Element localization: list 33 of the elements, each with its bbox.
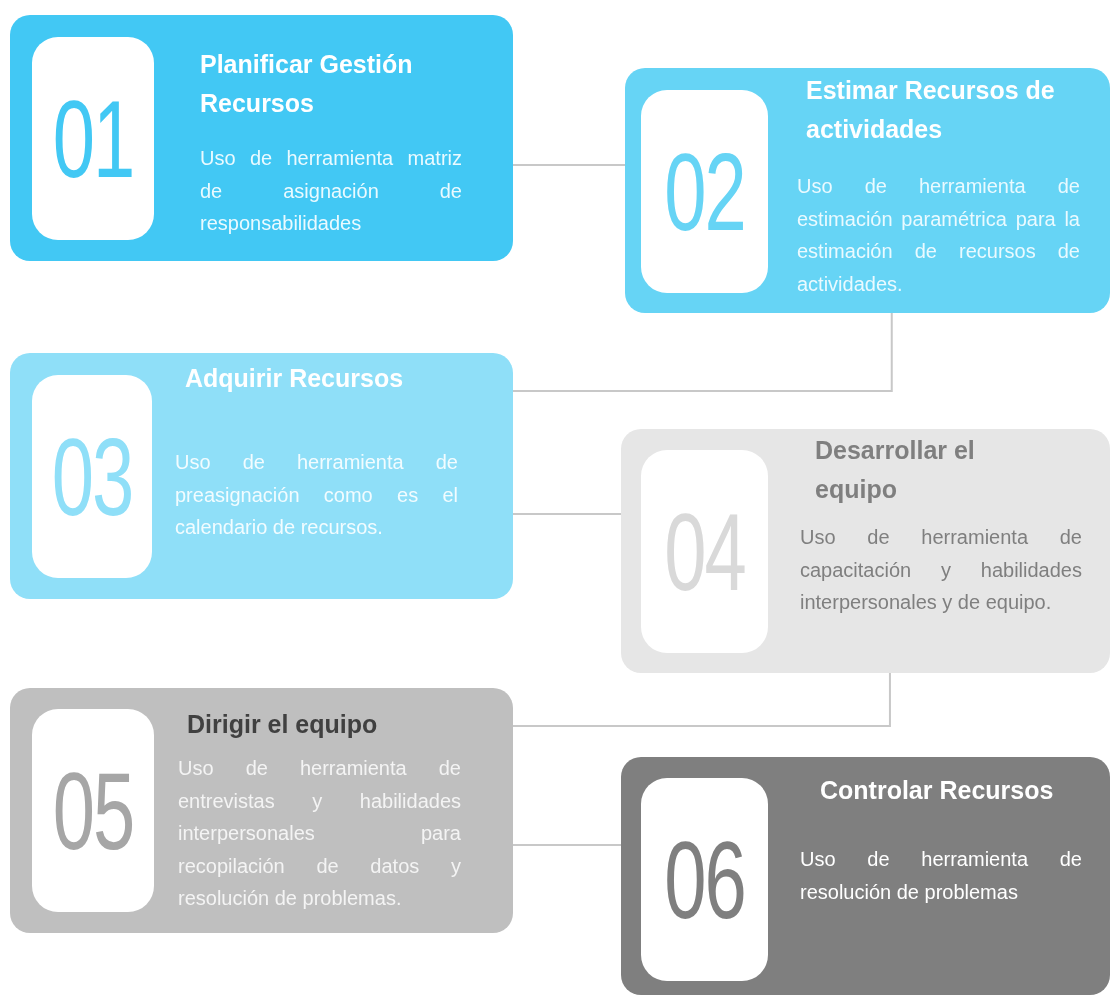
step-number: 05 bbox=[52, 755, 134, 866]
step-card bbox=[10, 15, 513, 261]
connector-line bbox=[512, 513, 622, 515]
step-number: 02 bbox=[664, 136, 745, 247]
step-description: Uso de herramienta de resolución de problemas bbox=[800, 847, 1082, 905]
step-card bbox=[621, 429, 1110, 673]
connector-line bbox=[512, 164, 626, 166]
step-description: Uso de herramienta de capacitación y habilidades interpersonales y de equipo. bbox=[800, 525, 1082, 615]
step-description: Uso de herramienta de preasignación como es el calendario de recursos. bbox=[175, 450, 458, 540]
step-description: Uso de herramienta matriz de asignación de responsabilidades bbox=[200, 146, 462, 236]
step-title: Estimar Recursos de actividades bbox=[806, 75, 1056, 145]
number-box bbox=[32, 37, 154, 240]
step-card bbox=[625, 68, 1110, 313]
connector-line bbox=[512, 312, 893, 392]
step-title: Controlar Recursos bbox=[820, 775, 1055, 806]
step-title: Desarrollar el equipo bbox=[815, 435, 976, 505]
number-box bbox=[32, 375, 152, 578]
step-title: Planificar Gestión Recursos bbox=[200, 49, 414, 119]
connector-line bbox=[512, 844, 622, 846]
step-number: 06 bbox=[664, 824, 745, 935]
step-description: Uso de herramienta de estimación paramétrica para la estimación de recursos de actividades. bbox=[797, 174, 1080, 297]
connector-line bbox=[512, 672, 891, 727]
number-box bbox=[641, 450, 768, 653]
step-card bbox=[10, 688, 513, 933]
step-card bbox=[621, 757, 1110, 995]
step-title: Dirigir el equipo bbox=[187, 709, 379, 740]
step-title: Adquirir Recursos bbox=[185, 363, 405, 394]
number-box bbox=[641, 778, 768, 981]
step-number: 03 bbox=[51, 421, 133, 532]
step-number: 01 bbox=[52, 83, 134, 194]
number-box bbox=[641, 90, 768, 293]
step-card bbox=[10, 353, 513, 599]
number-box bbox=[32, 709, 154, 912]
